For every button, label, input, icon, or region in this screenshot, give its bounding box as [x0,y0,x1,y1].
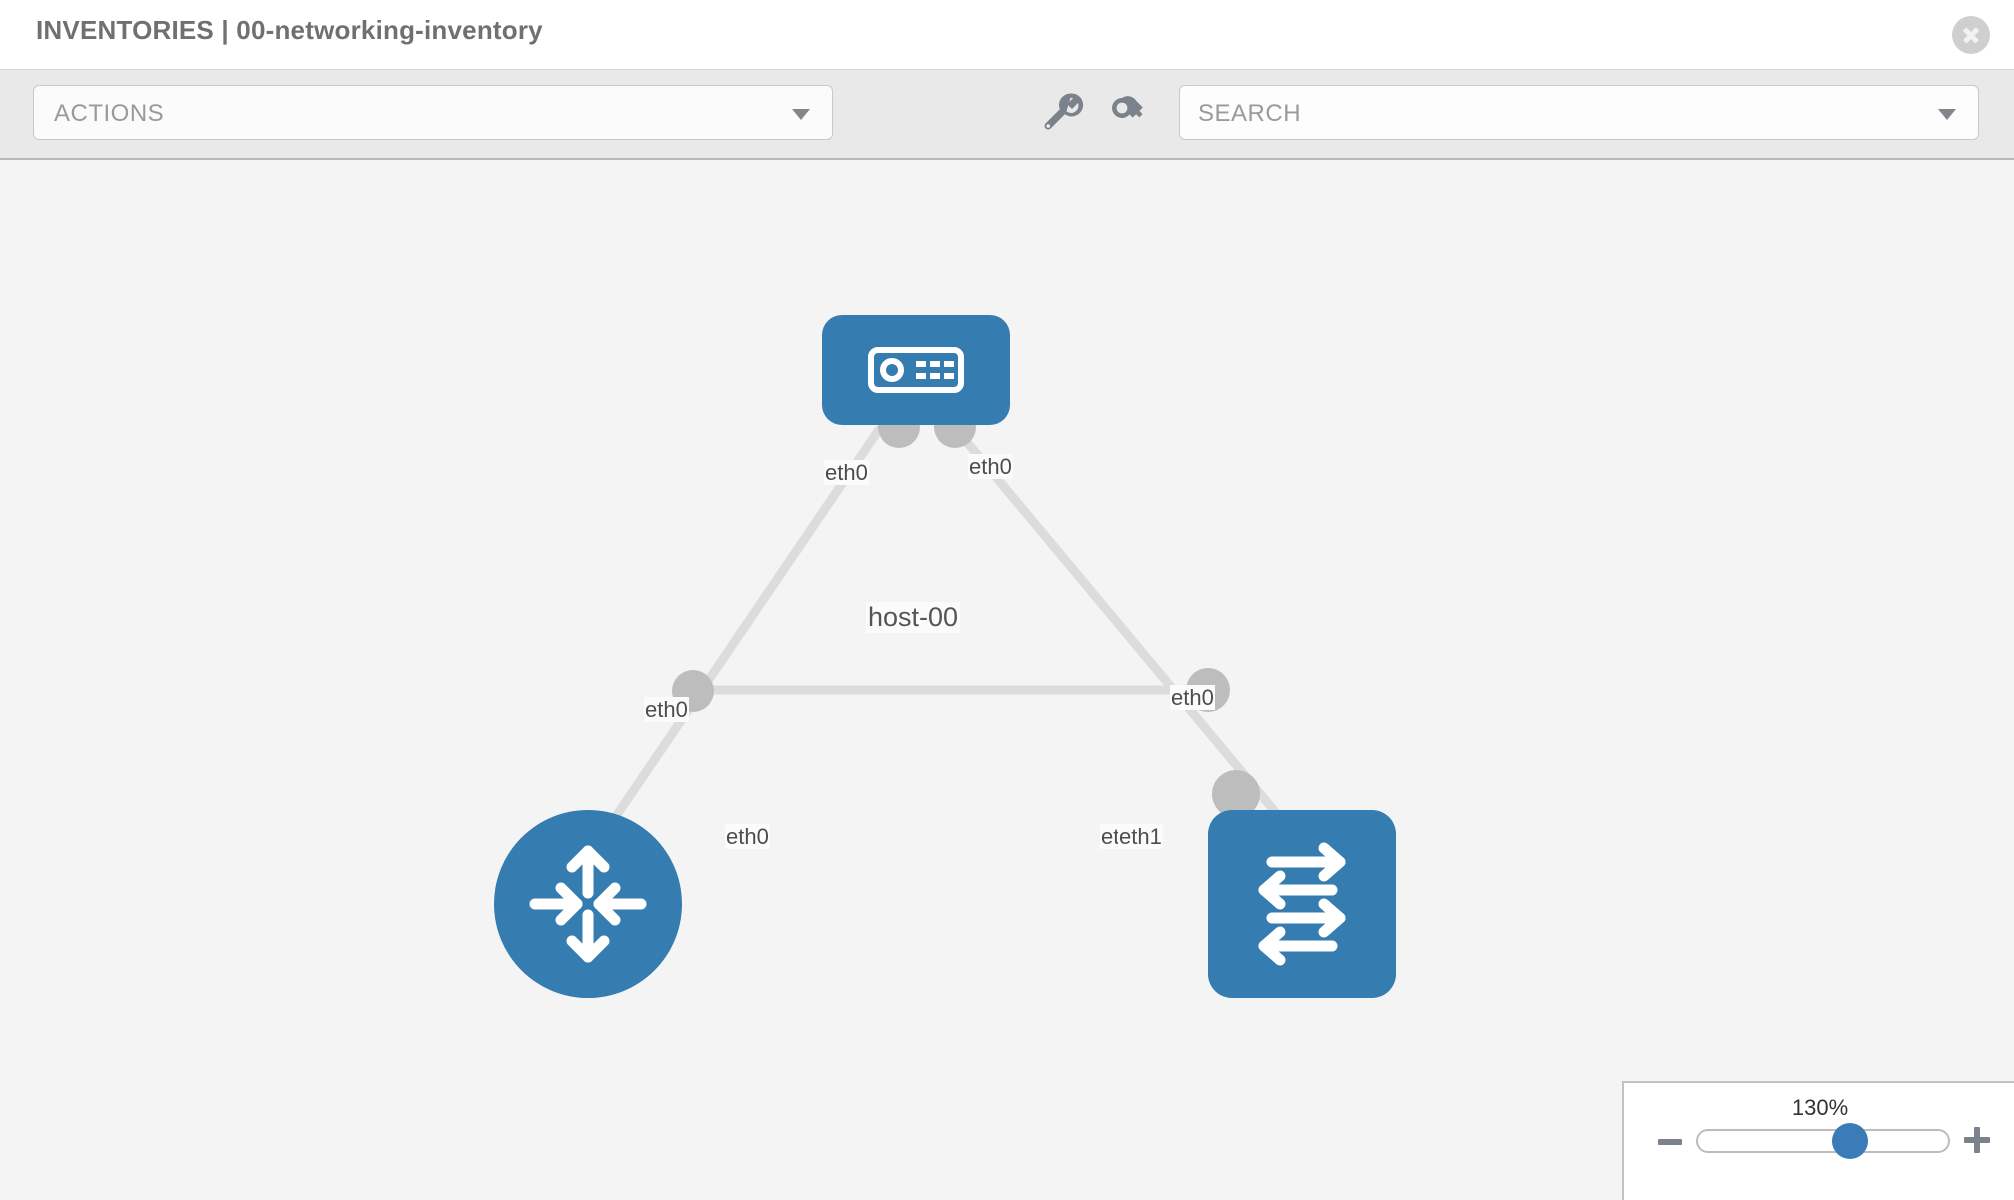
key-icon[interactable] [1106,88,1152,134]
server-icon [868,347,964,393]
router-arrows-icon [529,845,647,963]
link-host-switch [951,425,1286,823]
switch-node-shape[interactable] [1208,810,1396,998]
node-label-host-00: host-00 [866,602,961,633]
zoom-slider-thumb[interactable] [1832,1123,1868,1159]
zoom-in-button[interactable] [1964,1127,1990,1153]
actions-dropdown[interactable]: ACTIONS [33,85,833,140]
chevron-down-icon [792,109,810,120]
search-placeholder: SEARCH [1198,100,1302,127]
topology-links [604,425,1286,831]
host-node-shape[interactable] [822,315,1010,425]
link-host-router [604,425,884,831]
zoom-control-panel: 130% [1622,1081,2014,1200]
zoom-level-value: 130% [1791,1095,1849,1120]
iface-label-router-right: eth0 [725,824,770,850]
zoom-slider-track[interactable] [1696,1129,1950,1153]
iface-label-switch-up: eth0 [1170,685,1215,711]
iface-label-router-up: eth0 [644,697,689,723]
iface-label-host-left: eth0 [824,460,869,486]
actions-dropdown-label: ACTIONS [54,100,165,127]
zoom-out-button[interactable] [1658,1139,1682,1145]
page-header: INVENTORIES | 00-networking-inventory [0,0,2014,70]
router-node-shape[interactable] [494,810,682,998]
page-title: INVENTORIES | 00-networking-inventory [36,15,543,45]
iface-label-switch-left: eth1 [1118,824,1163,850]
iface-label-host-right: eth0 [968,454,1013,480]
chevron-down-icon [1938,109,1956,120]
search-input[interactable]: SEARCH [1179,85,1979,140]
wrench-icon[interactable] [1038,88,1084,134]
switch-arrows-icon [1258,842,1346,966]
close-icon[interactable] [1952,16,1990,54]
topology-canvas[interactable]: host-00 [0,160,2014,1200]
